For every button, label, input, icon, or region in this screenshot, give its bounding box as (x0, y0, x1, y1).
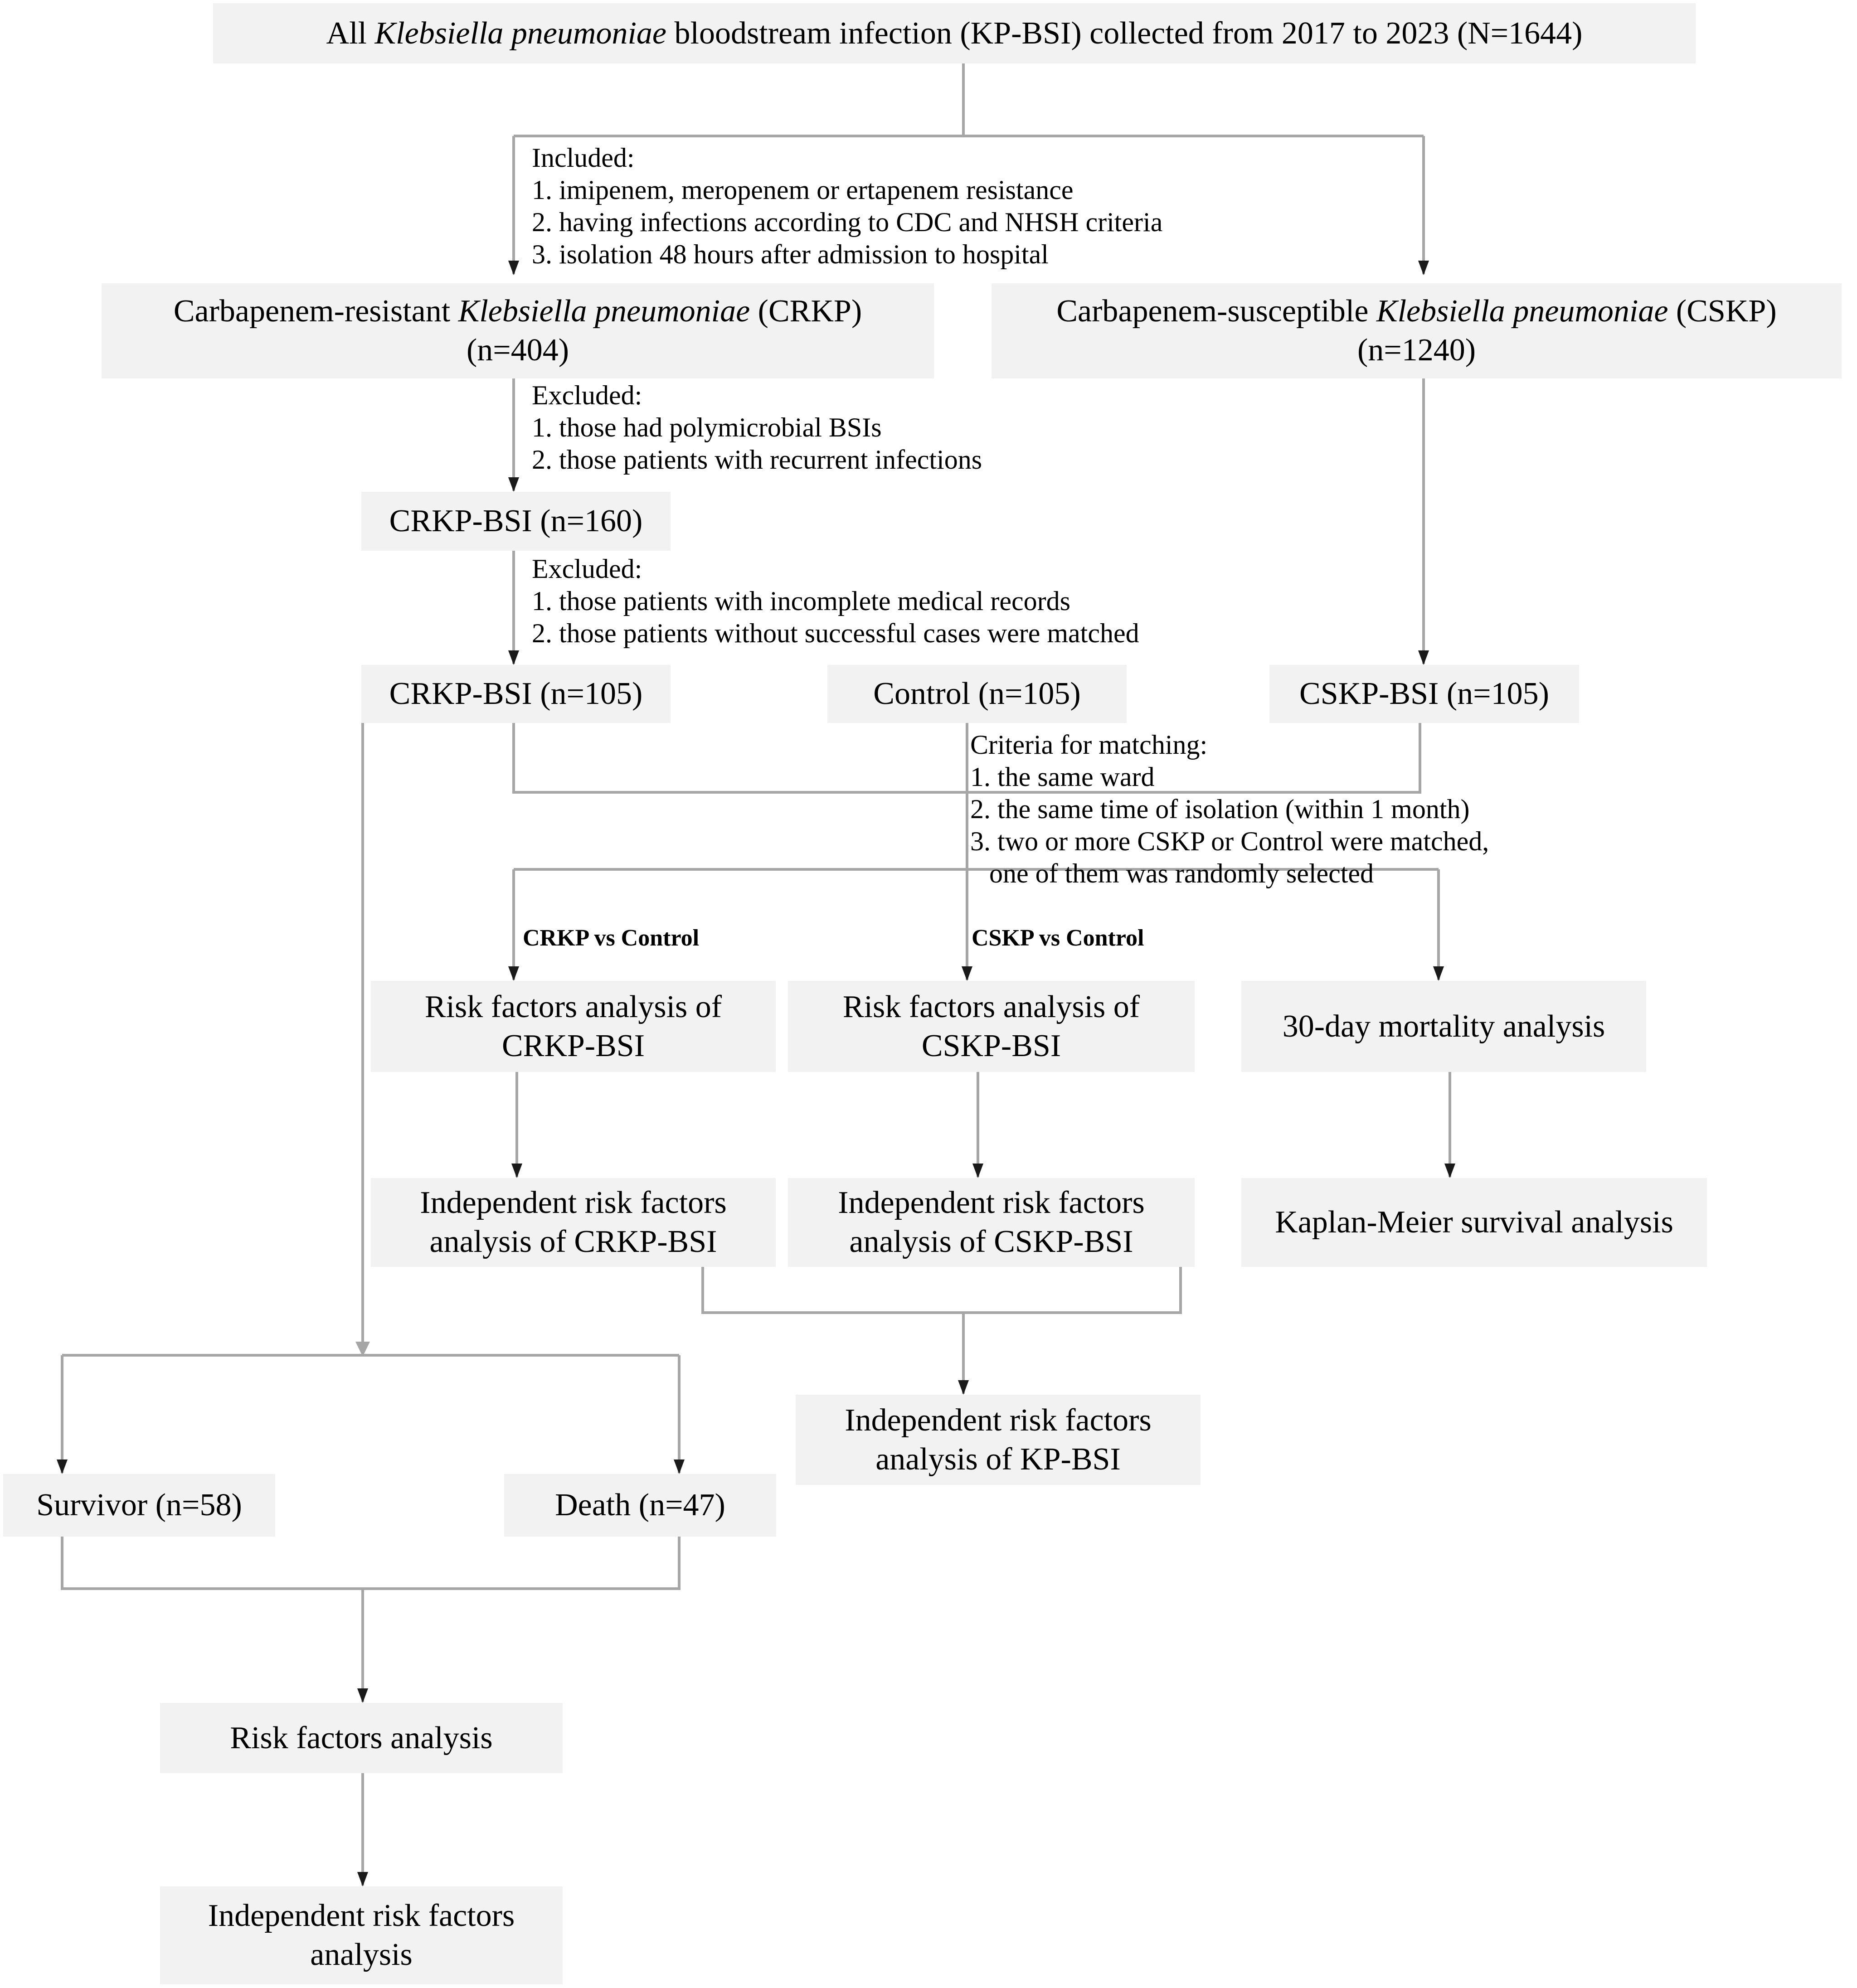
node-rf-crkp: Risk factors analysis of CRKP-BSI (371, 981, 776, 1072)
node-death: Death (n=47) (504, 1474, 776, 1537)
node-irf: Independent risk factors analysis (160, 1886, 563, 1984)
node-crkp-bsi-160: CRKP-BSI (n=160) (361, 492, 671, 551)
edge-outcome-merge (61, 1537, 681, 1590)
label-crkp-vs-control: CRKP vs Control (523, 925, 700, 951)
note-excluded-2: Excluded: 1. those patients with incompl… (532, 554, 1139, 648)
node-cskp-bsi-105: CSKP-BSI (n=105) (1269, 665, 1579, 723)
node-irf-cskp: Independent risk factors analysis of CSK… (788, 1178, 1195, 1267)
node-control-105: Control (n=105) (827, 665, 1127, 723)
node-rf-cskp: Risk factors analysis of CSKP-BSI (788, 981, 1195, 1072)
node-mortality: 30-day mortality analysis (1241, 981, 1646, 1072)
node-crkp: Carbapenem-resistant Klebsiella pneumoni… (102, 283, 934, 378)
node-survivor: Survivor (n=58) (3, 1474, 275, 1537)
note-included: Included: 1. imipenem, meropenem or erta… (532, 143, 1163, 269)
note-matching-criteria: Criteria for matching: 1. the same ward … (970, 730, 1489, 888)
node-all-kp-bsi: All Klebsiella pneumoniae bloodstream in… (213, 3, 1696, 63)
node-kaplan-meier: Kaplan-Meier survival analysis (1241, 1178, 1707, 1267)
edge-survival-arrowhead (355, 1342, 370, 1357)
node-irf-kp: Independent risk factors analysis of KP-… (796, 1395, 1201, 1485)
node-rf: Risk factors analysis (160, 1703, 563, 1773)
note-excluded-1: Excluded: 1. those had polymicrobial BSI… (532, 380, 982, 475)
node-crkp-bsi-105: CRKP-BSI (n=105) (361, 665, 671, 723)
node-cskp: Carbapenem-susceptible Klebsiella pneumo… (992, 283, 1842, 378)
label-cskp-vs-control: CSKP vs Control (972, 925, 1144, 951)
edge-irf-merge (701, 1267, 1182, 1314)
node-irf-crkp: Independent risk factors analysis of CRK… (371, 1178, 776, 1267)
